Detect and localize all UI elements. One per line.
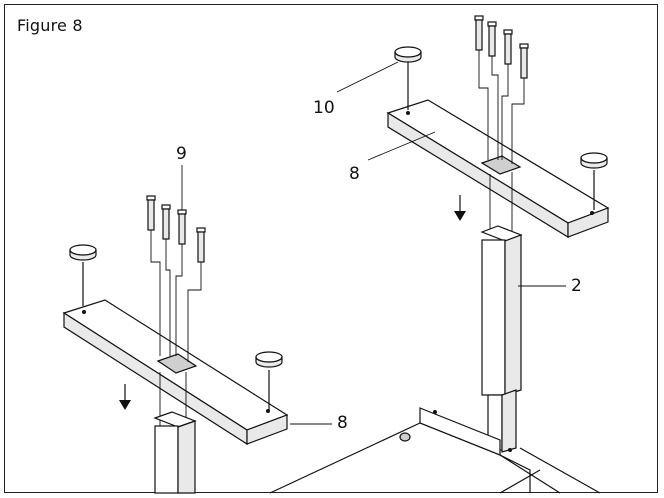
down-arrow-icon: [454, 195, 466, 221]
leg-column: [480, 225, 523, 453]
screw-icon: [487, 21, 497, 57]
callout-leg-column: 2: [571, 276, 582, 296]
screw-icon: [196, 227, 206, 263]
down-arrow-icon: [119, 384, 131, 410]
screw-icon: [474, 15, 484, 51]
screw-icon: [503, 29, 513, 65]
leveling-foot-icon: [580, 152, 608, 210]
screw-icon: [146, 195, 156, 231]
base-frame: [269, 407, 601, 494]
leveling-foot-icon: [255, 351, 283, 410]
callout-beam-left: 8: [337, 413, 348, 433]
screw-guides-right: [478, 50, 525, 232]
screw-icon: [177, 209, 187, 245]
callout-leaders: [290, 61, 566, 425]
figure-frame: [4, 4, 658, 493]
leveling-foot-icon: [69, 244, 97, 306]
beam-right: [386, 99, 610, 239]
figure-title: Figure 8: [17, 16, 83, 35]
screw-icon: [519, 43, 529, 79]
callout-screws-left: 9: [176, 144, 187, 164]
leveling-foot-icon: [394, 46, 422, 110]
screw-icon: [161, 204, 171, 240]
leg-column-left: [153, 411, 197, 494]
callout-foot-cap: 10: [313, 98, 335, 118]
callout-beam-right: 8: [349, 164, 360, 184]
